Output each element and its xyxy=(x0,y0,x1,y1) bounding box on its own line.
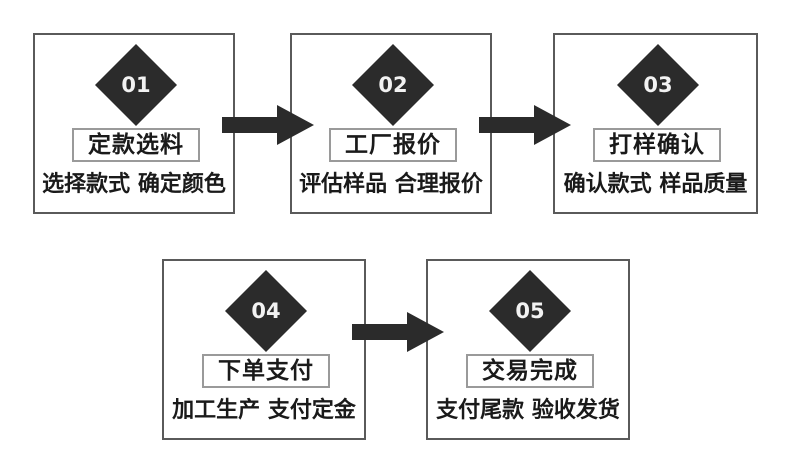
diamond-badge-icon xyxy=(488,269,572,353)
diamond-badge-icon xyxy=(616,43,700,127)
step-subtitle-03: 确认款式 样品质量 xyxy=(563,172,748,197)
process-step-02[interactable]: 02 工厂报价 评估样品 合理报价 xyxy=(290,33,492,214)
diamond-badge-icon xyxy=(94,43,178,127)
arrow-right-icon-02-03 xyxy=(479,105,571,145)
step-title-02: 工厂报价 xyxy=(329,128,457,162)
step-title-04: 下单支付 xyxy=(202,354,330,388)
diamond-badge-icon xyxy=(224,269,308,353)
arrow-right-icon-04-05 xyxy=(352,312,444,352)
process-step-05[interactable]: 05 交易完成 支付尾款 验收发货 xyxy=(426,259,630,440)
process-step-04[interactable]: 04 下单支付 加工生产 支付定金 xyxy=(162,259,366,440)
step-subtitle-02: 评估样品 合理报价 xyxy=(299,172,483,197)
step-title-01: 定款选料 xyxy=(72,128,200,162)
step-title-05: 交易完成 xyxy=(466,354,594,388)
process-step-01[interactable]: 01 定款选料 选择款式 确定颜色 xyxy=(33,33,235,214)
step-subtitle-05: 支付尾款 验收发货 xyxy=(436,398,620,423)
step-subtitle-01: 选择款式 确定颜色 xyxy=(42,172,226,197)
process-step-03[interactable]: 03 打样确认 确认款式 样品质量 xyxy=(553,33,758,214)
step-title-03: 打样确认 xyxy=(593,128,721,162)
arrow-right-icon-01-02 xyxy=(222,105,314,145)
step-subtitle-04: 加工生产 支付定金 xyxy=(172,398,356,423)
diamond-badge-icon xyxy=(351,43,435,127)
